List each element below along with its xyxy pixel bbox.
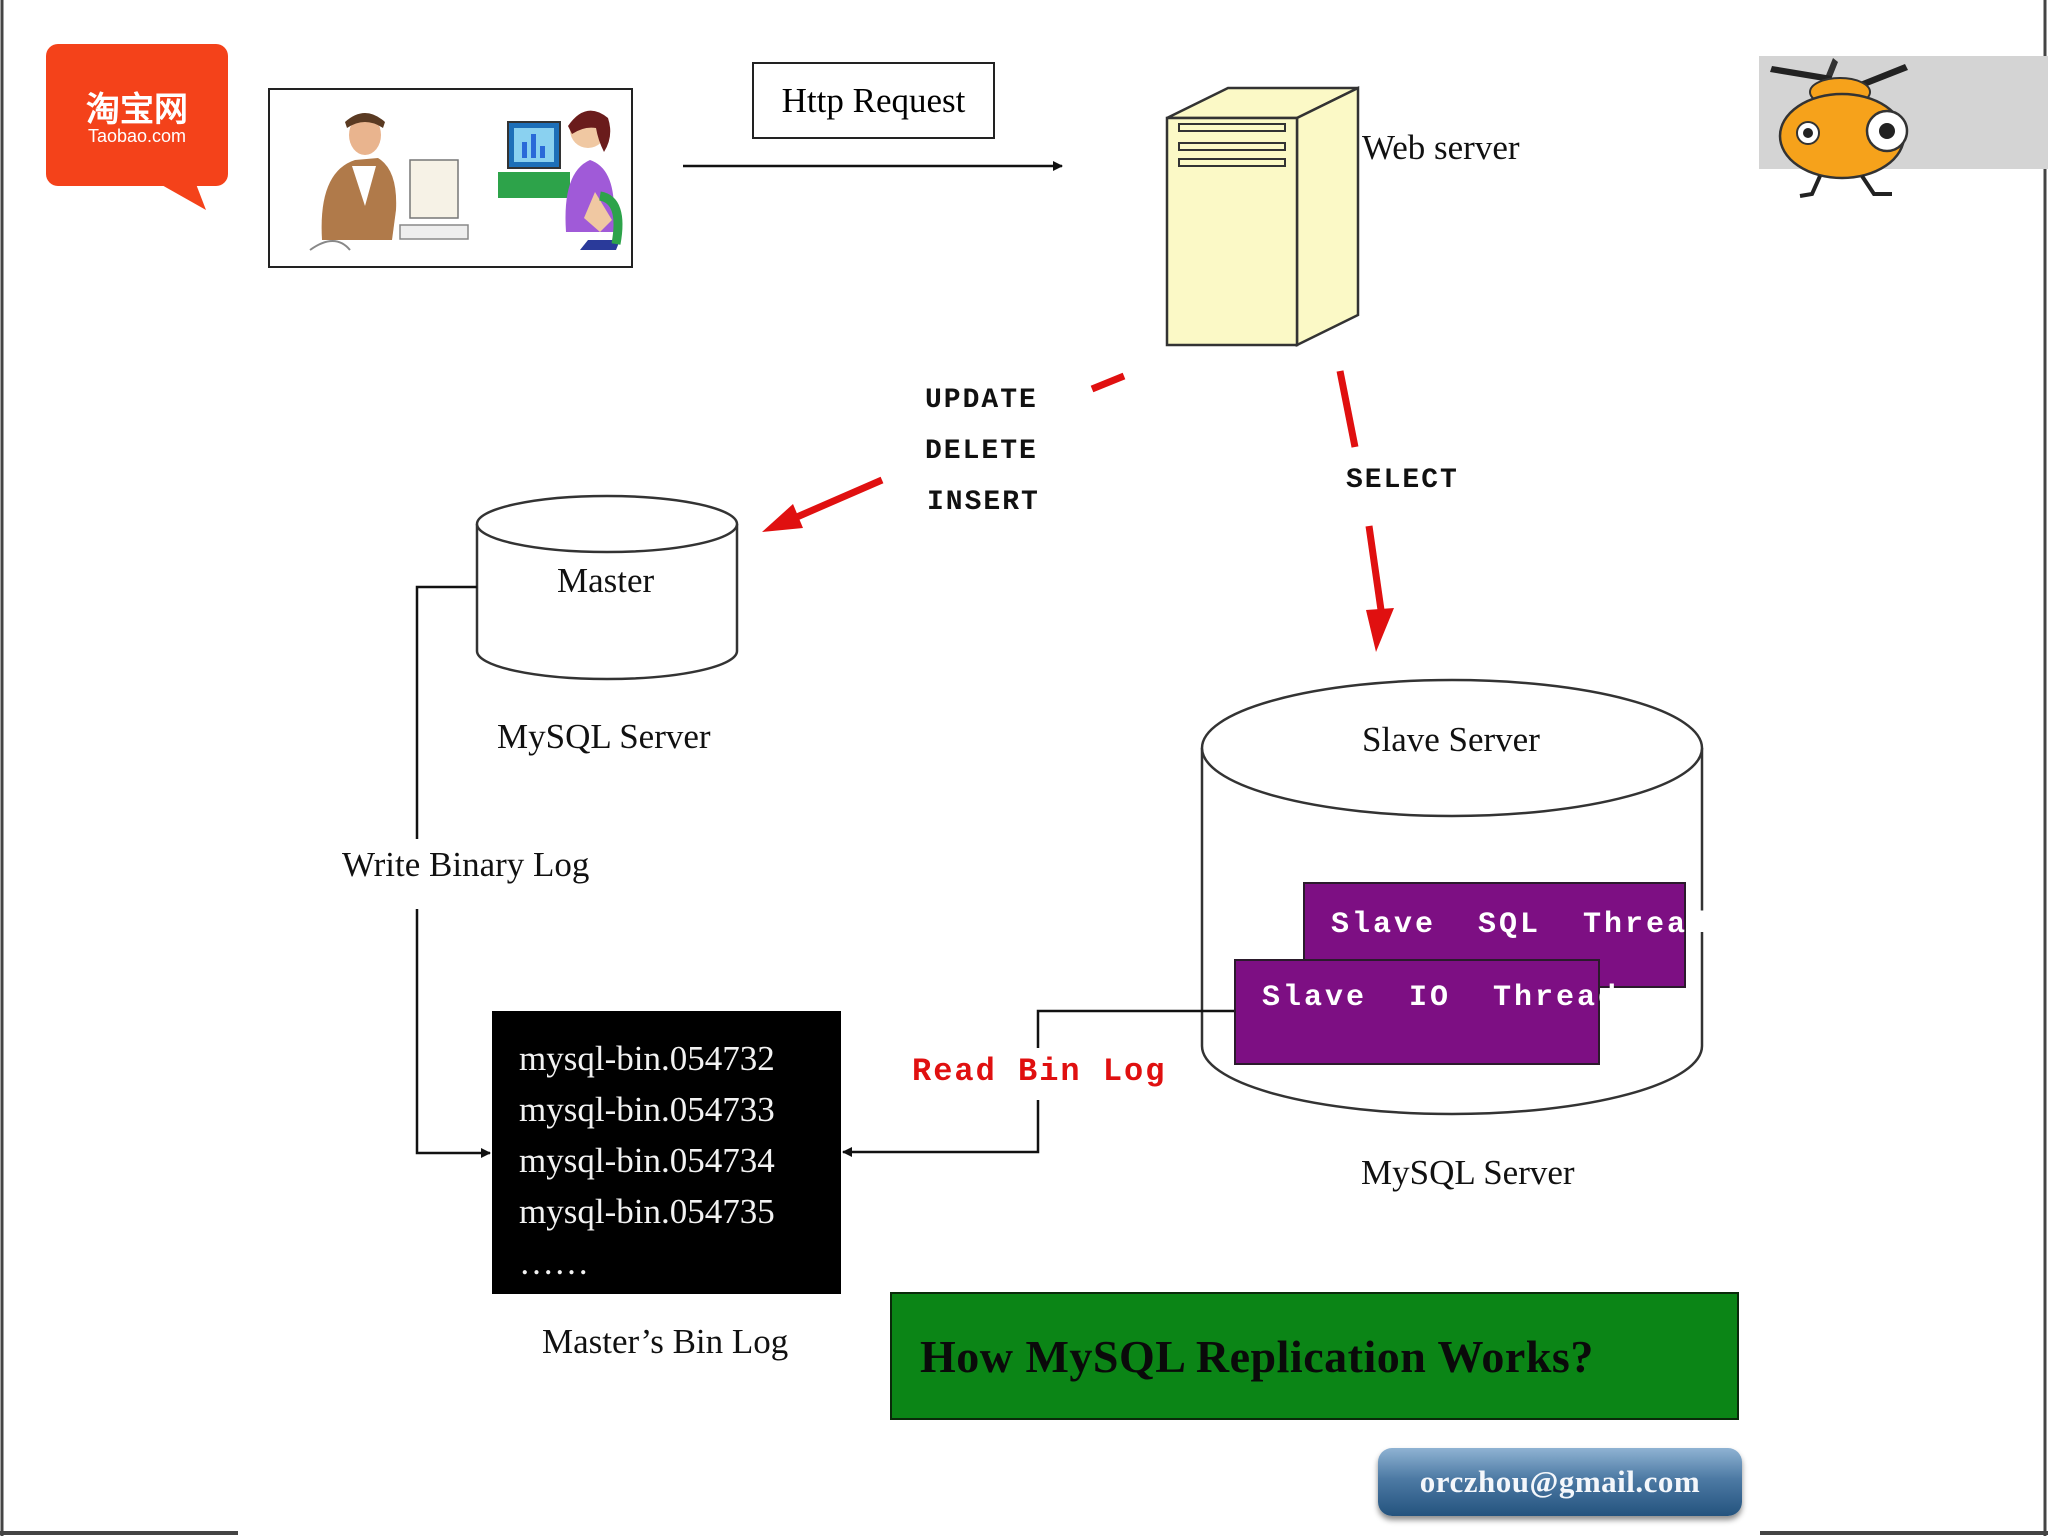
taobao-logo-text: 淘宝网 Taobao.com [46,44,228,186]
slave-sql-thread-label: Slave SQL Thread [1331,908,1710,942]
slave-db-label: Slave Server [1362,720,1540,759]
read-bin-log-label: Read Bin Log [912,1053,1167,1090]
delete-op-label: DELETE [925,436,1038,467]
mascot-icon [1759,56,2048,198]
select-arrow [1336,370,1394,652]
master-db-cylinder [475,494,739,681]
master-server-label: MySQL Server [497,717,711,756]
write-binary-log-connector [415,585,491,1158]
taobao-logo [46,44,228,210]
binlog-file: mysql-bin.054734 [519,1141,775,1180]
http-request-label: Http Request [781,80,966,120]
write-arrow [762,372,1126,532]
read-bin-log-connector [842,1009,1236,1157]
diagram-title-box: How MySQL Replication Works? [890,1292,1739,1420]
binlog-file-ellipsis: …… [519,1243,589,1282]
slave-server-label: MySQL Server [1361,1153,1575,1192]
insert-op-label: INSERT [927,487,1040,518]
author-email-badge: orczhou@gmail.com [1378,1448,1742,1516]
diagram-title: How MySQL Replication Works? [920,1330,1594,1382]
taobao-site-name: Taobao.com [87,126,187,146]
slave-io-thread-box: Slave IO Thread [1234,959,1616,1065]
binlog-list: mysql-bin.054732 mysql-bin.054733 mysql-… [492,1011,841,1294]
write-binary-log-label: Write Binary Log [342,845,590,884]
binlog-file: mysql-bin.054733 [519,1090,775,1129]
binlog-file: mysql-bin.054735 [519,1192,775,1231]
taobao-chinese-name: 淘宝网 [86,90,188,130]
binlog-caption: Master’s Bin Log [542,1322,789,1361]
web-server-icon [1165,85,1360,348]
http-request-box: Http Request [752,62,995,139]
author-email: orczhou@gmail.com [1419,1464,1701,1499]
web-server-label: Web server [1362,128,1520,167]
select-op-label: SELECT [1346,465,1459,496]
slave-io-thread-label: Slave IO Thread [1262,981,1620,1015]
update-op-label: UPDATE [925,385,1038,416]
master-db-label: Master [557,561,655,600]
users-illustration [268,88,633,268]
binlog-file: mysql-bin.054732 [519,1039,775,1078]
